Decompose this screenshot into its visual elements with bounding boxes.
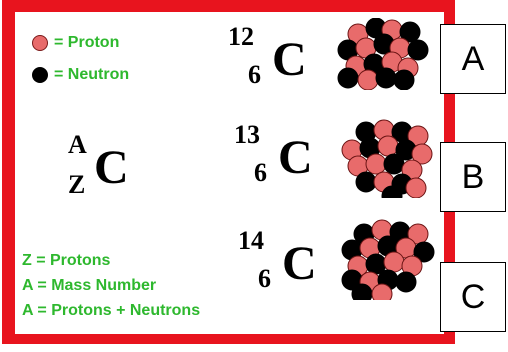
isotope-atomic-number: 6 [248, 60, 261, 89]
legend-neutron: = Neutron [32, 66, 129, 84]
neutron-particle [399, 21, 421, 43]
neutron-particle [407, 39, 429, 61]
isotope-mass-number: 12 [228, 22, 254, 51]
isotope-notation-3: 14 6 C [238, 224, 338, 304]
neutron-particle [375, 67, 397, 89]
proton-particle [405, 177, 427, 198]
label-box-c: C [440, 262, 506, 332]
nucleus-carbon-14 [341, 219, 435, 300]
isotope-symbol: C [282, 237, 317, 290]
proton-particle [365, 153, 387, 175]
definitions: Z = Protons A = Mass Number A = Protons … [22, 248, 200, 323]
neutron-particle [383, 153, 405, 175]
neutron-particle [355, 171, 377, 193]
neutron-particle [351, 283, 373, 300]
neutron-particle [381, 185, 403, 198]
isotope-atomic-number: 6 [254, 158, 267, 187]
isotope-notation-2: 13 6 C [234, 118, 334, 198]
isotope-atomic-number: 6 [258, 264, 271, 293]
neutron-particle [413, 241, 435, 263]
definition-mass-number: A = Mass Number [22, 277, 157, 294]
neutron-particle [337, 67, 359, 89]
proton-particle [411, 143, 433, 165]
element-symbol: C [94, 141, 129, 194]
isotope-mass-number: 14 [238, 226, 264, 255]
proton-particle [371, 283, 393, 300]
general-notation: A Z C [62, 128, 162, 208]
legend-proton-label: = Proton [54, 34, 120, 51]
legend-proton: = Proton [32, 34, 119, 52]
proton-icon [32, 35, 48, 51]
proton-particle [357, 69, 379, 90]
nucleus-carbon-13 [341, 119, 433, 198]
legend-neutron-label: = Neutron [54, 66, 130, 83]
isotope-symbol: C [272, 33, 307, 86]
label-box-a: A [440, 24, 506, 94]
isotope-mass-number: 13 [234, 120, 260, 149]
definition-protons: Z = Protons [22, 252, 111, 269]
proton-particle [383, 251, 405, 273]
neutron-icon [32, 67, 48, 83]
mass-number-symbol: A [68, 130, 87, 159]
nucleus-carbon-12 [337, 18, 429, 90]
label-box-b: B [440, 142, 506, 212]
proton-particle [377, 135, 399, 157]
neutron-particle [395, 271, 417, 293]
atomic-number-symbol: Z [68, 170, 86, 199]
neutron-particle [393, 69, 415, 90]
isotope-notation-1: 12 6 C [228, 20, 328, 100]
definition-sum: A = Protons + Neutrons [22, 302, 201, 319]
isotope-symbol: C [278, 131, 313, 184]
